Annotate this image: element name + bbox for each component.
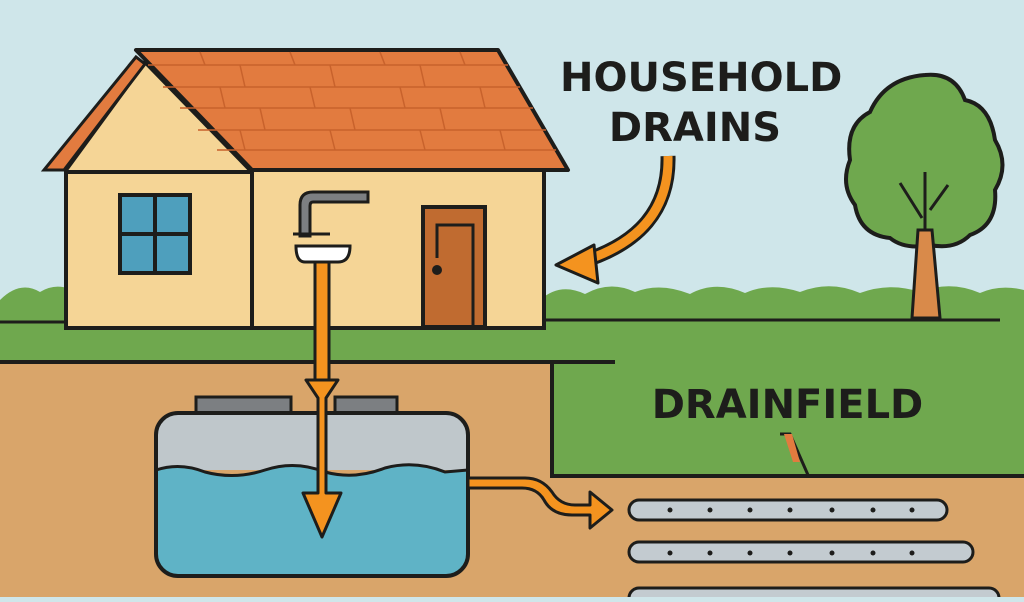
drainfield-pipes [627,498,1001,602]
household-drains-label-line1: HOUSEHOLD [560,55,843,101]
outflow-arrow [466,476,614,530]
drainfield-area [548,360,1024,478]
sink [293,190,370,264]
drain-flow-arrow [313,260,331,392]
house [40,48,570,330]
drainfield-pipe [627,586,1001,602]
septic-tank [154,395,470,578]
household-drains-arrow [554,155,676,285]
tank-inflow-arrow [301,378,343,539]
household-drains-label: HOUSEHOLD DRAINS [560,55,843,158]
drainfield-pipe [627,540,975,564]
window [118,193,192,275]
tree [844,72,1005,320]
drainfield-label: DRAINFIELD [651,382,924,428]
household-drains-label-line2: DRAINS [608,105,782,151]
door [421,205,487,329]
